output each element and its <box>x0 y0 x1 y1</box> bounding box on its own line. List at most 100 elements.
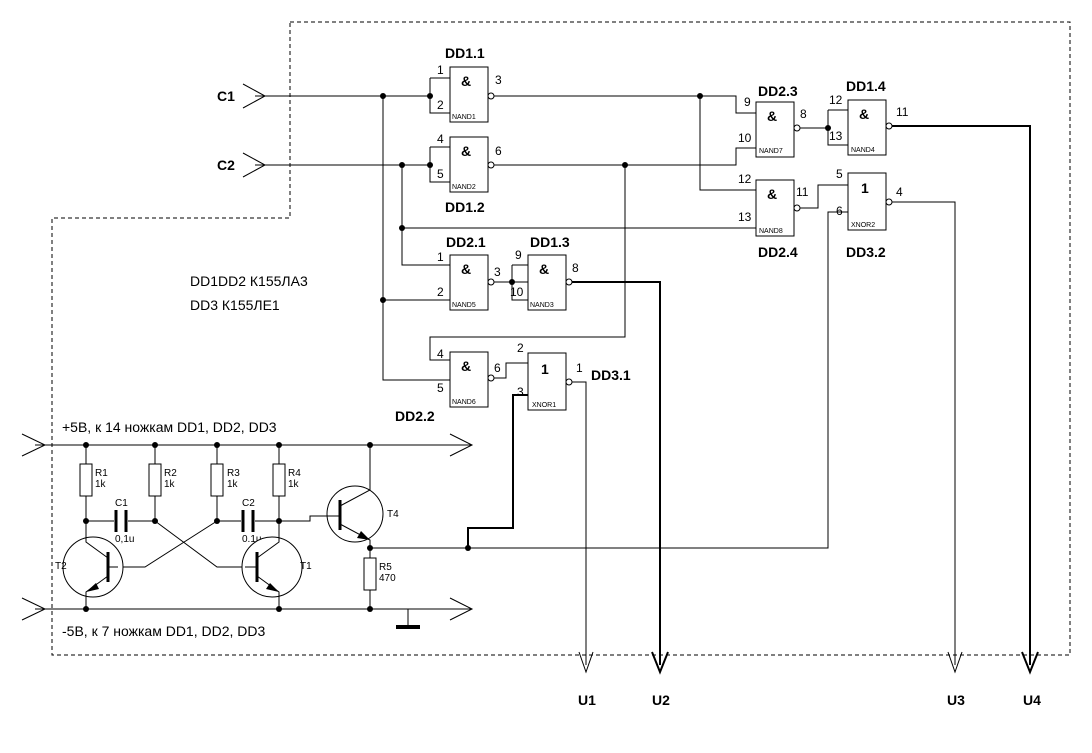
dd22-out-wire <box>494 362 528 379</box>
dd21-pin-out: 3 <box>494 265 501 279</box>
junction <box>622 162 628 168</box>
junction <box>399 225 405 231</box>
dd23-type: NAND7 <box>759 148 783 155</box>
cross-wire-1 <box>154 520 245 568</box>
junction <box>380 93 386 99</box>
dd13-bubble <box>565 278 573 286</box>
dd13-pin-in2: 10 <box>510 285 524 299</box>
t4-label: T4 <box>387 509 399 520</box>
dd31-bubble <box>565 378 573 386</box>
dd32-pin-in2: 6 <box>836 204 843 218</box>
cross-wire-2 <box>115 520 218 568</box>
dd21-bubble <box>487 278 495 286</box>
c2-input-label: C2 <box>217 157 235 173</box>
c1-name: C1 <box>115 498 128 509</box>
dd23-ref: DD2.3 <box>758 83 798 99</box>
gate-dd11 <box>449 66 489 123</box>
u4-label: U4 <box>1023 692 1041 708</box>
junction <box>427 93 433 99</box>
dd12-pin-in2: 5 <box>437 167 444 181</box>
dd24-type: NAND8 <box>759 228 783 235</box>
dd11-pin-out: 3 <box>495 73 502 87</box>
minus-rail-label: -5В, к 7 ножкам DD1, DD2, DD3 <box>62 623 266 639</box>
r1-name: R1 <box>95 468 108 479</box>
dd22-pin-in2: 5 <box>437 381 444 395</box>
dd32-pin-out: 4 <box>896 185 903 199</box>
dd12-symbol: & <box>461 143 471 159</box>
dd11-symbol: & <box>461 73 471 89</box>
plus-rail-out-arrow <box>449 433 474 457</box>
dd11-type: NAND1 <box>452 114 476 121</box>
dd24-symbol: & <box>767 186 777 202</box>
dd12-bubble <box>487 161 495 169</box>
u3-output-line <box>892 201 956 665</box>
dd12-input-tie <box>429 146 450 183</box>
u1-output-line <box>572 381 587 665</box>
resistor-r1 <box>79 463 93 497</box>
ic-note-2: DD3 К155ЛЕ1 <box>190 297 280 313</box>
t4-emitter-arrow <box>357 531 370 540</box>
dd13-pin-in1: 9 <box>515 248 522 262</box>
c2-value: 0.1u <box>242 534 261 545</box>
dd14-pin-in1: 12 <box>829 93 843 107</box>
junction <box>465 545 471 551</box>
dd32-ref: DD3.2 <box>846 244 886 260</box>
dd12-out-wire <box>494 147 756 166</box>
gate-dd31 <box>527 352 567 411</box>
t2-collector <box>85 534 109 559</box>
u1-arrow <box>578 651 594 674</box>
dd14-bubble <box>885 122 893 130</box>
dd11-pin-in1: 1 <box>437 63 444 77</box>
dd24-out-wire <box>800 184 848 209</box>
dd21-symbol: & <box>461 261 471 277</box>
gate-dd21 <box>449 254 489 311</box>
board-outline <box>51 21 1071 656</box>
dd31-pin-in2: 3 <box>517 385 524 399</box>
r5-name: R5 <box>379 562 392 573</box>
junction <box>367 545 373 551</box>
dd32-bubble <box>885 198 893 206</box>
dd23-pin-in1: 9 <box>744 95 751 109</box>
dd21-type: NAND5 <box>452 302 476 309</box>
gate-dd22 <box>449 351 489 408</box>
u2-label: U2 <box>652 692 670 708</box>
r4-name: R4 <box>288 468 301 479</box>
u2-output-line <box>572 281 661 665</box>
junction <box>509 279 515 285</box>
u4-arrow <box>1021 651 1039 675</box>
c1-vertical-bus <box>382 96 450 381</box>
dd21-ref: DD2.1 <box>446 234 486 250</box>
dd22-pin-in1: 4 <box>437 347 444 361</box>
dd13-ref: DD1.3 <box>530 234 570 250</box>
dd21-pin-in2: 2 <box>437 285 444 299</box>
dd11-pin-in2: 2 <box>437 98 444 112</box>
dd11-to-dd24 <box>699 96 756 191</box>
gate-dd24 <box>755 179 795 237</box>
u4-output-line <box>892 125 1031 665</box>
resistor-r3 <box>210 463 224 497</box>
dd11-out-wire <box>494 95 756 114</box>
dd23-pin-out: 8 <box>800 107 807 121</box>
dd13-symbol: & <box>539 261 549 277</box>
u1-label: U1 <box>578 692 596 708</box>
resistor-r2 <box>148 463 162 497</box>
dd31-pin-in1: 2 <box>517 341 524 355</box>
capacitor-c2 <box>241 510 255 532</box>
dd24-pin-in1: 12 <box>738 172 752 186</box>
dd32-pin-in1: 5 <box>836 167 843 181</box>
r2-value: 1k <box>164 479 176 490</box>
c2-name: C2 <box>242 498 255 509</box>
dd11-bubble <box>487 92 495 100</box>
dd14-pin-out: 11 <box>896 105 909 119</box>
gate-dd32 <box>847 172 887 231</box>
junction <box>825 125 831 131</box>
dd31-pin-out: 1 <box>576 361 583 375</box>
r3-value: 1k <box>227 479 239 490</box>
clock-to-dd32 <box>370 211 848 549</box>
dd21-pin-in1: 1 <box>437 250 444 264</box>
gate-dd23 <box>755 101 795 158</box>
plus-rail-label: +5В, к 14 ножкам DD1, DD2, DD3 <box>62 419 277 435</box>
dd22-symbol: & <box>461 358 471 374</box>
